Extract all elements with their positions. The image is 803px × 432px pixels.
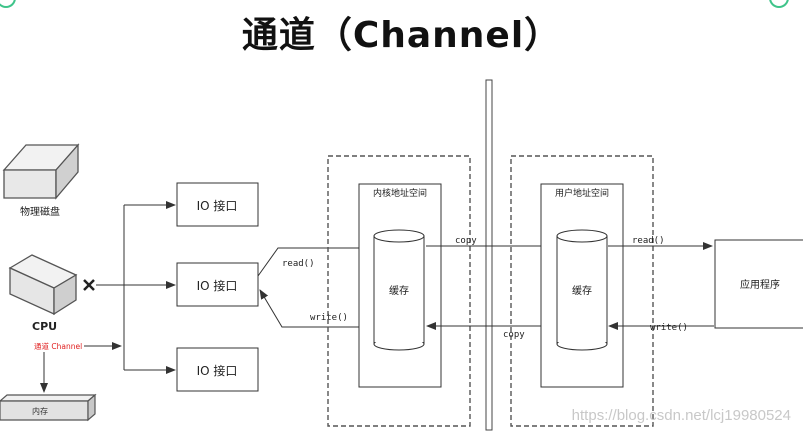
- cpu-label: CPU: [32, 320, 57, 333]
- application-label: 应用程序: [740, 278, 780, 291]
- page-title: 通道（Channel）: [241, 15, 562, 56]
- user-space-label: 用户地址空间: [555, 187, 609, 199]
- io-port-2-label: IO 接口: [197, 278, 238, 293]
- read-right-label: read(): [632, 236, 665, 246]
- watermark: https://blog.csdn.net/lcj19980524: [571, 407, 791, 424]
- space-divider: [485, 79, 493, 431]
- copy-bottom-label: copy: [503, 330, 525, 340]
- memory-icon: [0, 393, 97, 422]
- disk-icon: [2, 143, 80, 200]
- read-left-arrow: [257, 244, 373, 277]
- io-port-1: IO 接口: [176, 182, 259, 227]
- user-buffer-cylinder: [556, 229, 608, 351]
- copy-top-label: copy: [455, 236, 477, 246]
- disk-label: 物理磁盘: [20, 205, 60, 218]
- kernel-buffer-cylinder: [373, 229, 425, 351]
- memory-label: 内存: [32, 406, 48, 416]
- application-box: [714, 239, 803, 329]
- kernel-space-label: 内核地址空间: [373, 187, 427, 199]
- channel-label: 通道 Channel: [34, 341, 82, 351]
- io-port-1-label: IO 接口: [197, 198, 238, 213]
- blocked-x-icon: [83, 279, 95, 291]
- user-buffer-label: 缓存: [572, 284, 592, 297]
- write-left-arrow: [259, 289, 372, 328]
- read-left-label: read(): [282, 259, 315, 269]
- io-port-3: IO 接口: [176, 347, 259, 392]
- write-right-label: write(): [650, 323, 688, 333]
- write-left-label: write(): [310, 313, 348, 323]
- user-space-frame: [510, 155, 654, 427]
- cpu-icon: [8, 254, 78, 316]
- io-port-2: IO 接口: [176, 262, 259, 307]
- kernel-buffer-label: 缓存: [389, 284, 409, 297]
- io-port-3-label: IO 接口: [197, 363, 238, 378]
- kernel-space-frame: [327, 155, 471, 427]
